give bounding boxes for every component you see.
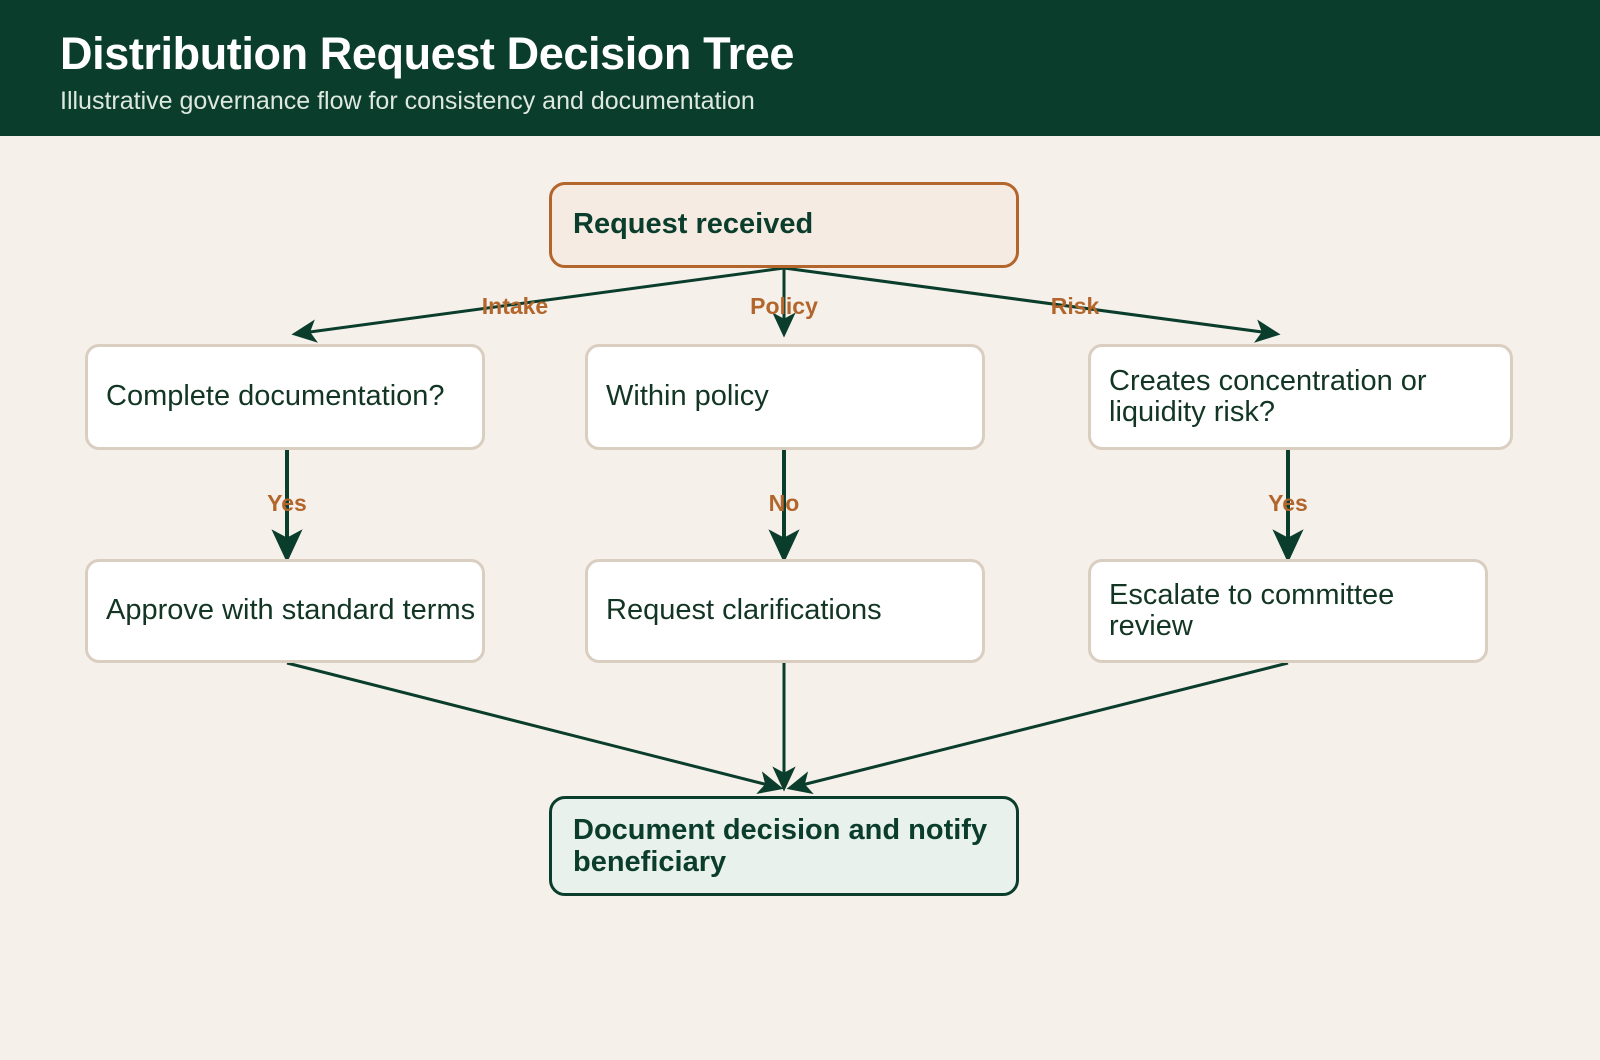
header-band: Distribution Request Decision Tree Illus…	[0, 0, 1600, 136]
node-request-clarifications-label: Request clarifications	[606, 594, 882, 627]
edge-label-policy-no: No	[768, 490, 800, 516]
node-document-decision[interactable]: Document decision and notify beneficiary	[549, 796, 1019, 896]
node-complete-documentation[interactable]: Complete documentation?	[85, 344, 485, 450]
node-concentration-risk-label: Creates concentration or liquidity risk?	[1109, 364, 1427, 428]
edge-label-intake-yes: Yes	[267, 490, 307, 516]
node-complete-documentation-label: Complete documentation?	[106, 380, 445, 413]
node-request-clarifications[interactable]: Request clarifications	[585, 559, 985, 663]
node-request-received-label: Request received	[573, 208, 814, 241]
edge-escalate-to-document	[786, 661, 1289, 795]
node-escalate-committee-review-label: Escalate to committee review	[1109, 578, 1395, 642]
node-approve-standard-terms-label: Approve with standard terms	[106, 594, 476, 627]
edge-label-intake: Intake	[481, 293, 549, 319]
edge-label-risk-yes: Yes	[1268, 490, 1308, 516]
page-subtitle: Illustrative governance flow for consist…	[60, 87, 755, 115]
edge-approve-to-document	[286, 661, 784, 795]
edge-label-risk: Risk	[1050, 293, 1100, 319]
node-concentration-risk[interactable]: Creates concentration or liquidity risk?	[1088, 344, 1513, 450]
node-document-decision-label: Document decision and notify beneficiary	[573, 813, 988, 878]
node-escalate-committee-review[interactable]: Escalate to committee review	[1088, 559, 1488, 663]
node-request-received[interactable]: Request received	[549, 182, 1019, 268]
page-title: Distribution Request Decision Tree	[60, 28, 795, 79]
edge-label-policy: Policy	[750, 293, 818, 319]
node-within-policy-label: Within policy	[606, 380, 769, 413]
node-approve-standard-terms[interactable]: Approve with standard terms	[85, 559, 485, 663]
edge-root-to-risk	[783, 266, 1281, 343]
node-within-policy[interactable]: Within policy	[585, 344, 985, 450]
